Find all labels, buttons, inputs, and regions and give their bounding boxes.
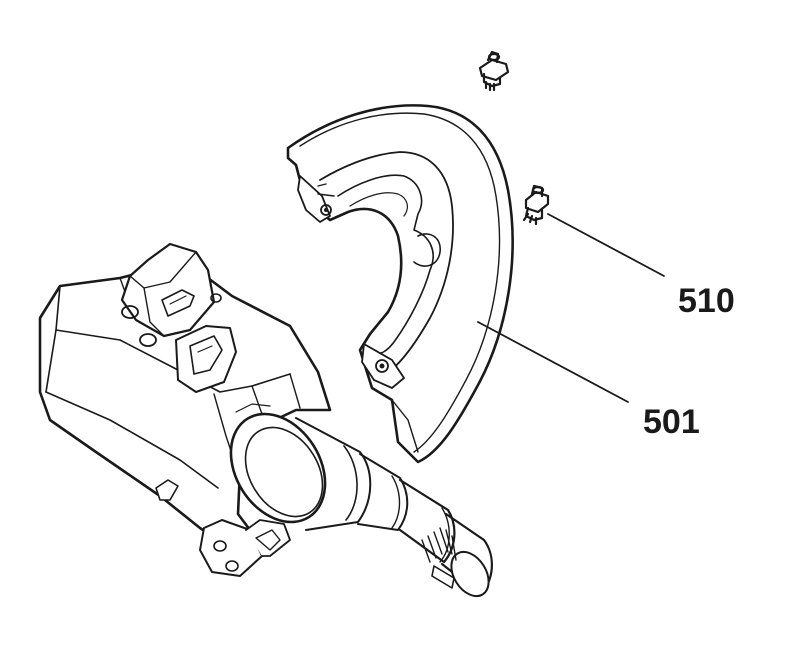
callout-label-510: 510 (678, 282, 735, 320)
bolt-upper-icon (478, 50, 510, 92)
steering-knuckle-assembly (38, 242, 332, 577)
callout-label-501: 501 (643, 403, 700, 441)
leader-line-501 (477, 321, 629, 403)
hub-spindle (229, 412, 493, 598)
bolt-side-icon (522, 184, 550, 226)
brake-splash-shield (286, 104, 514, 464)
leader-line-510 (547, 213, 665, 277)
leader-lines (477, 213, 665, 403)
